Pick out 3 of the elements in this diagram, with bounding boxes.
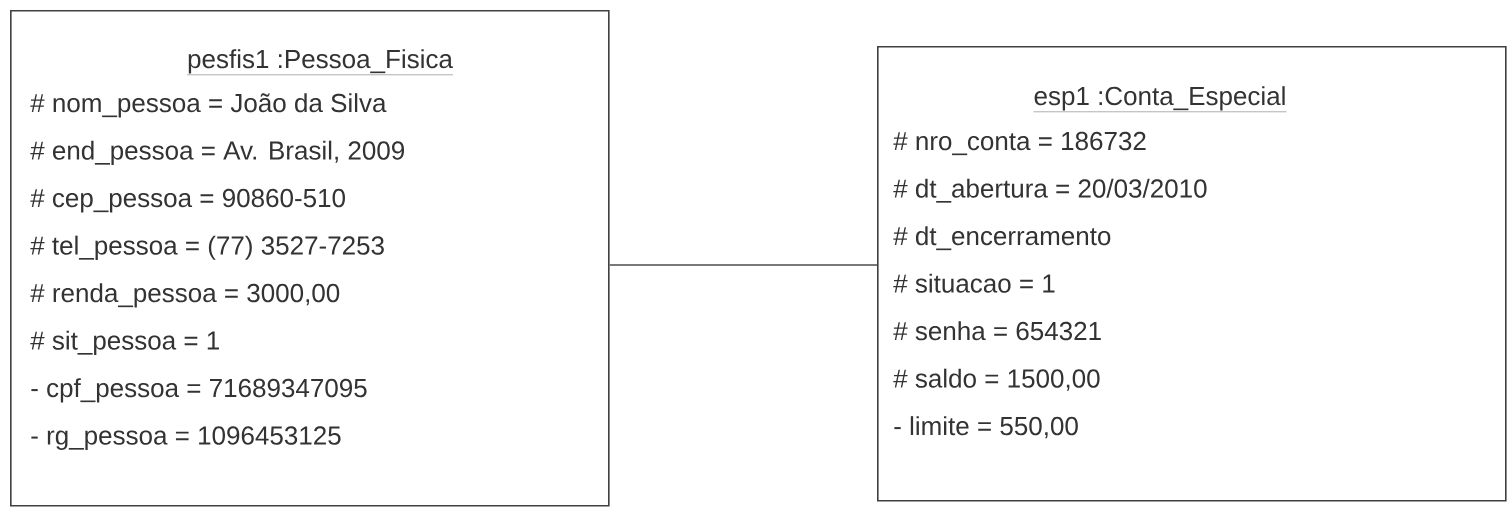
association-line: [608, 264, 878, 266]
object-box: pesfis1 :Pessoa_Fisica # nom_pessoa = João da Silva # end_pessoa = Av. Brasil, 2009 # cep_pessoa = 90860-510 # tel_pessoa = (77) 3527-7253 # renda_pessoa = 3000,00 # sit_pessoa = 1 - cpf_pessoa = 71689347095 - rg_pessoa = 1096453125: [10, 10, 610, 507]
object-box: esp1 :Conta_Especial # nro_conta = 186732 # dt_abertura = 20/03/2010 # dt_encerramento # situacao = 1 # senha = 654321 # saldo = 1500,00 - limite = 550,00: [877, 46, 1507, 502]
